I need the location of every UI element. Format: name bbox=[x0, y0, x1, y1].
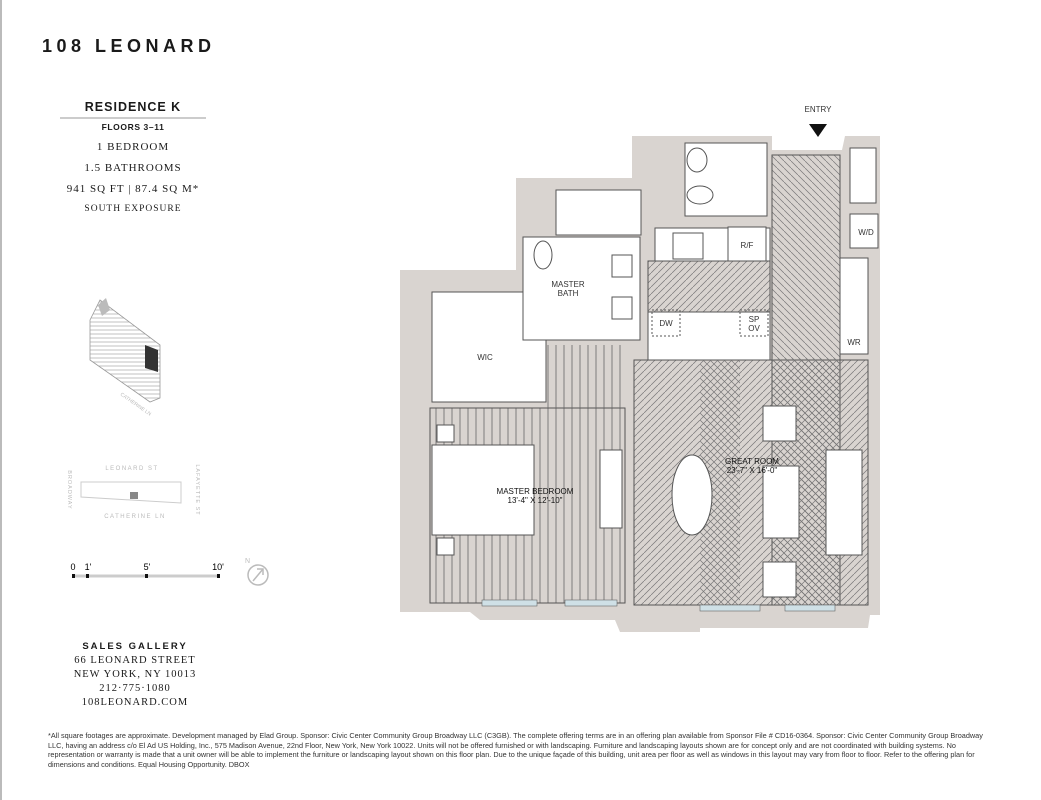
sales-website[interactable]: 108LEONARD.COM bbox=[81, 697, 189, 708]
entry-arrow-icon bbox=[809, 124, 827, 137]
dresser bbox=[599, 449, 623, 529]
sales-street: 66 LEONARD STREET bbox=[74, 655, 196, 666]
window bbox=[564, 599, 618, 607]
master-bedroom-label: MASTER BEDROOM bbox=[497, 487, 574, 496]
sp-label: SP bbox=[749, 315, 760, 324]
scale-bar: 0 1' 5' 10' bbox=[70, 562, 224, 578]
cooktop bbox=[672, 232, 704, 260]
sink bbox=[686, 147, 708, 173]
residence-info: RESIDENCE K FLOORS 3–11 1 BEDROOM 1.5 BA… bbox=[60, 100, 206, 214]
sofa bbox=[825, 449, 863, 556]
entry-label: ENTRY bbox=[805, 105, 833, 114]
toilet bbox=[533, 240, 553, 270]
residence-area: 941 SQ FT | 87.4 SQ M* bbox=[66, 183, 200, 195]
residence-floors: FLOORS 3–11 bbox=[101, 122, 165, 132]
dw-label: DW bbox=[659, 319, 673, 328]
rf-label: R/F bbox=[741, 241, 754, 250]
floor-plan: ENTRY WIC MASTER BATH MASTER BEDROOM 13'… bbox=[400, 105, 880, 632]
toilet bbox=[686, 185, 714, 205]
wr-label: WR bbox=[847, 338, 861, 347]
window bbox=[481, 599, 538, 607]
master-bath-label: MASTER bbox=[551, 280, 585, 289]
bed bbox=[431, 444, 535, 536]
key-plan: LEONARD ST CATHERINE LN BROADWAY LAFAYET… bbox=[66, 464, 200, 520]
street-south: CATHERINE LN bbox=[104, 514, 166, 520]
disclaimer: *All square footages are approximate. De… bbox=[48, 731, 983, 769]
dining-table bbox=[671, 454, 713, 536]
wic-label: WIC bbox=[477, 353, 493, 362]
coat-closet bbox=[849, 147, 877, 204]
vanity-sink bbox=[611, 254, 633, 278]
wd-label: W/D bbox=[858, 228, 874, 237]
north-label: N bbox=[245, 558, 250, 565]
window bbox=[784, 604, 836, 612]
residence-exposure: SOUTH EXPOSURE bbox=[84, 204, 182, 214]
bathtub bbox=[555, 189, 642, 236]
scale-tick: 10' bbox=[212, 562, 224, 572]
street-east: LAFAYETTE ST bbox=[194, 464, 200, 515]
street-west: BROADWAY bbox=[66, 470, 72, 509]
great-room-label: GREAT ROOM bbox=[725, 457, 779, 466]
great-room-dimensions: 23'-7" X 16'-0" bbox=[727, 466, 778, 475]
sales-gallery: SALES GALLERY 66 LEONARD STREET NEW YORK… bbox=[60, 640, 210, 710]
window bbox=[699, 604, 761, 612]
nightstand bbox=[436, 537, 455, 556]
sales-city: NEW YORK, NY 10013 bbox=[73, 669, 197, 680]
sales-heading: SALES GALLERY bbox=[82, 641, 188, 652]
wardrobe bbox=[839, 257, 869, 355]
nightstand bbox=[436, 424, 455, 443]
master-bath-label: BATH bbox=[558, 289, 579, 298]
residence-bedrooms: 1 BEDROOM bbox=[96, 141, 170, 153]
sales-phone[interactable]: 212·775·1080 bbox=[99, 683, 171, 694]
north-arrow-icon: N bbox=[245, 558, 269, 586]
scale-tick: 0 bbox=[70, 562, 75, 572]
page-edge bbox=[0, 0, 2, 800]
ov-label: OV bbox=[748, 324, 760, 333]
dishwasher bbox=[651, 309, 681, 337]
master-bedroom-dimensions: 13'-4" X 12'-10" bbox=[508, 496, 563, 505]
street-north: LEONARD ST bbox=[105, 466, 158, 472]
speed-oven bbox=[739, 309, 769, 337]
armchair bbox=[762, 561, 797, 598]
armchair bbox=[762, 405, 797, 442]
vanity-sink bbox=[611, 296, 633, 320]
isometric-building-icon: CATHERINE LN bbox=[89, 298, 161, 418]
washer-dryer bbox=[849, 213, 879, 249]
scale-tick: 1' bbox=[85, 562, 92, 572]
coffee-table bbox=[762, 465, 800, 539]
building-location-marker bbox=[130, 492, 138, 499]
refrigerator bbox=[727, 226, 767, 262]
kitchen-floor bbox=[647, 260, 771, 314]
scale-tick: 5' bbox=[144, 562, 151, 572]
residence-name: RESIDENCE K bbox=[60, 100, 206, 119]
brand-title: 108 LEONARD bbox=[42, 36, 216, 56]
residence-bathrooms: 1.5 BATHROOMS bbox=[84, 162, 182, 174]
